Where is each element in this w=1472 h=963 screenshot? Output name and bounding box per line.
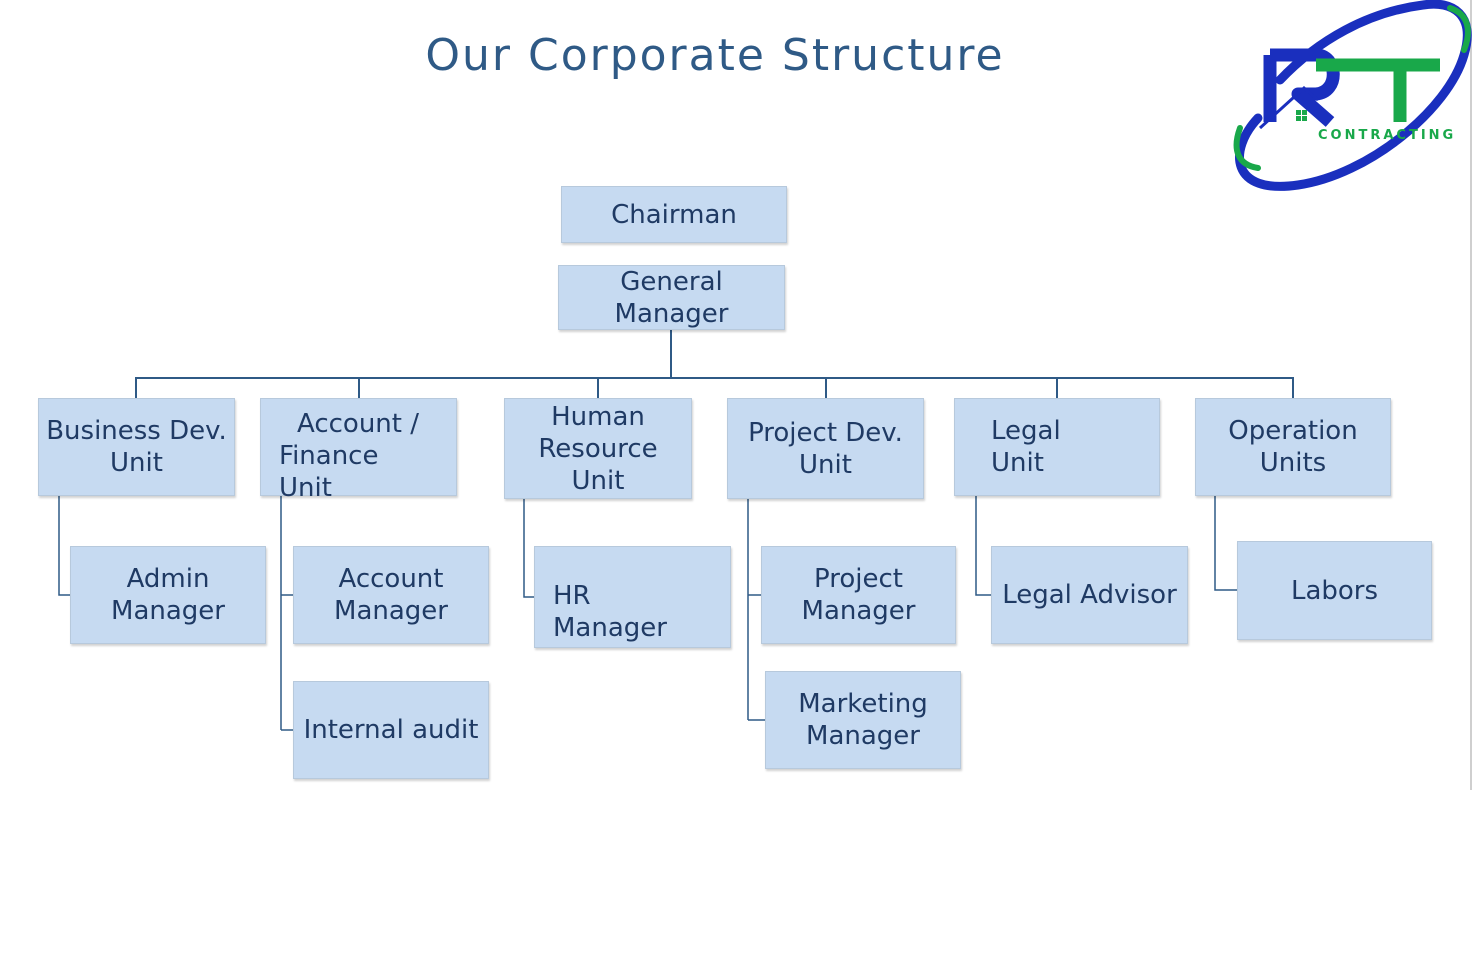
node-label: Operation (1228, 416, 1358, 446)
node-label: Manager (334, 596, 448, 626)
rt-contracting-logo: CONTRACTING (1233, 0, 1472, 191)
node-marketing-manager: Marketing Manager (765, 671, 961, 769)
node-business-dev-unit: Business Dev. Unit (38, 398, 235, 496)
page-title: Our Corporate Structure (425, 30, 1005, 81)
node-label: Manager (111, 596, 225, 626)
node-label: Unit (279, 473, 332, 503)
node-label: Labors (1290, 575, 1379, 606)
node-label: Marketing (798, 689, 928, 719)
right-edge-line (1470, 0, 1472, 790)
node-label: Manager (553, 613, 667, 643)
node-admin-manager: Admin Manager (70, 546, 266, 644)
node-label: Unit (110, 448, 163, 478)
node-label: Chairman (611, 199, 737, 230)
node-label: Human (551, 401, 645, 432)
node-label: Internal audit (303, 715, 479, 745)
node-label: Manager (806, 721, 920, 751)
node-label: Business Dev. (46, 416, 227, 446)
node-labors: Labors (1237, 541, 1432, 640)
node-label: Manager (614, 298, 729, 329)
node-general-manager: General Manager (558, 265, 785, 330)
node-label: Project (814, 564, 903, 594)
node-label: Finance (279, 441, 379, 471)
node-label: Manager (801, 596, 916, 626)
node-hr-manager: HR Manager (534, 546, 731, 648)
node-label: Legal (991, 416, 1061, 446)
node-label: Project Dev. (748, 417, 903, 448)
node-label: Resource (538, 433, 658, 464)
node-label: Account (338, 564, 444, 594)
node-account-finance-unit: Account / Finance Unit (260, 398, 457, 503)
node-label: Unit (991, 448, 1044, 478)
node-legal-unit: Legal Unit (954, 398, 1160, 496)
node-project-dev-unit: Project Dev. Unit (727, 398, 924, 499)
node-label: Admin (126, 564, 210, 594)
node-label: Account / (297, 409, 420, 439)
node-legal-advisor: Legal Advisor (991, 546, 1188, 644)
node-label: Unit (571, 465, 625, 496)
node-label: Unit (799, 449, 852, 480)
node-chairman: Chairman (561, 186, 787, 243)
node-account-manager: Account Manager (293, 546, 489, 644)
node-label: HR (553, 581, 591, 611)
node-project-manager: Project Manager (761, 546, 956, 644)
node-label: Legal Advisor (1002, 580, 1177, 610)
node-label: Units (1259, 448, 1327, 478)
node-operation-units: Operation Units (1195, 398, 1391, 496)
node-human-resource-unit: Human Resource Unit (504, 398, 692, 499)
node-internal-audit: Internal audit (293, 681, 489, 779)
node-label: General (620, 266, 723, 297)
logo-tagline: CONTRACTING (1318, 128, 1456, 143)
